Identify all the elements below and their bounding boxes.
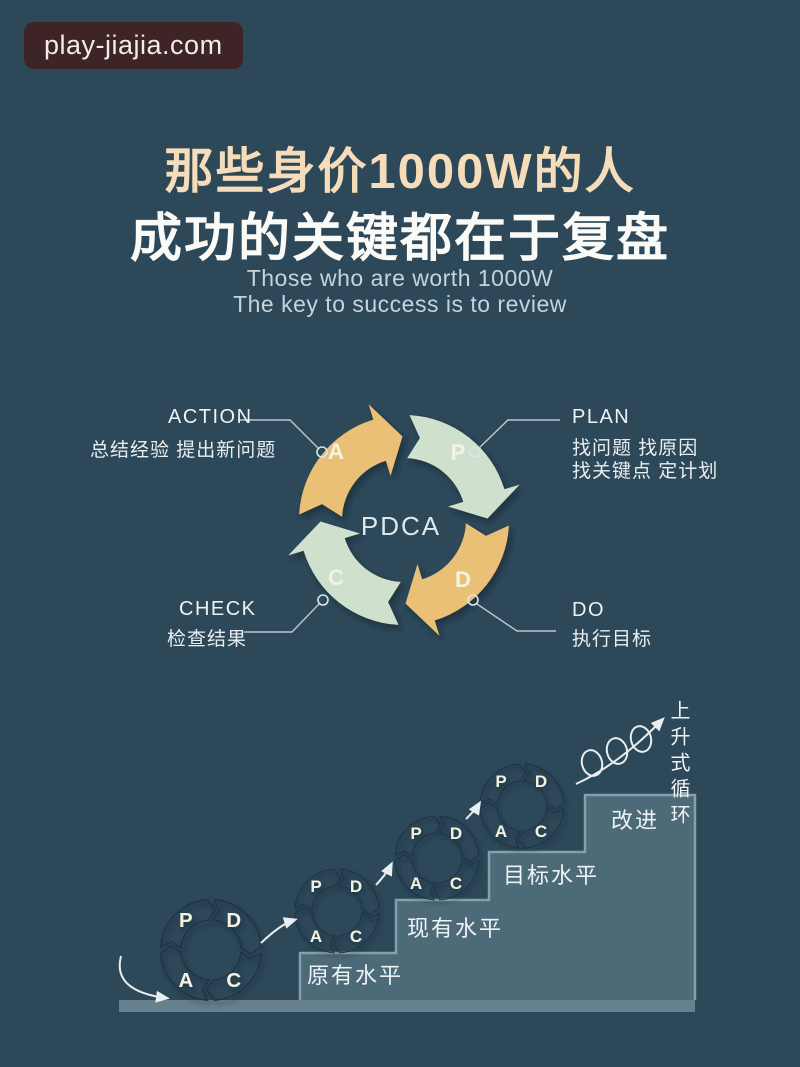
pdca-wheel-1: P D A C [160,899,262,1001]
wheel-letter-a: A [178,970,193,992]
floor-bar [119,1000,695,1012]
watermark-badge: play-jiajia.com [24,22,243,69]
wheel-letter-p: P [495,772,506,791]
title-line2: 成功的关键都在于复盘 [129,210,670,268]
pdca-wheel-3: P D A C [394,815,480,901]
wheel-letter-d: D [226,910,241,932]
pdca-wheel-2: P D A C [294,868,380,954]
step-label-target-level: 目标水平 [503,863,600,888]
subtitle-line1: Those who are worth 1000W [246,265,554,291]
label-action-zh: 总结经验 提出新问题 [90,440,277,461]
label-do-zh: 执行目标 [572,629,653,650]
staircase-block [300,795,695,1004]
staircase-edge-highlight [298,793,697,1002]
step-arrow-1 [260,917,298,944]
label-plan-en: PLAN [572,406,631,428]
spiral-label-rising-cycle: 上升式循环 [667,700,689,830]
label-action-en: ACTION [168,406,253,428]
callout-line-do [476,603,556,632]
ring-center-label: PDCA [361,511,441,541]
wheel-letter-a: A [495,822,507,841]
node-a [316,446,328,458]
wheel-letter-d: D [535,772,547,791]
staircase-diagram: P D A C P D A C P D A C [118,717,697,1012]
ring-letter-p: P [451,440,466,465]
ring-arrow-plan [407,415,520,519]
wheel-letter-d: D [350,877,362,896]
wheel-letter-a: A [410,874,422,893]
ring-letter-c: C [328,565,344,590]
pdca-wheel-4: P D A C [479,763,565,849]
wheel-letter-c: C [226,970,241,992]
step-label-original-level: 原有水平 [307,963,404,988]
wheel-letter-c: C [535,822,547,841]
node-p [469,446,481,458]
pdca-cycle-diagram: A P C D PDCA [238,404,560,636]
label-check-zh: 检查结果 [167,629,248,650]
wheel-letter-c: C [450,874,462,893]
callout-line-plan [478,419,560,449]
callout-line-check [244,603,320,633]
label-plan-zh1: 找问题 找原因 [572,438,699,459]
rising-spiral-arrow [575,717,665,785]
callout-line-action [238,419,319,449]
label-plan-zh2: 找关键点 定计划 [572,461,719,482]
wheel-letter-p: P [179,910,193,932]
label-check-en: CHECK [179,598,257,620]
wheel-letter-p: P [310,877,321,896]
step-arrow-3 [465,800,482,820]
node-c [317,594,329,606]
wheel-letter-a: A [310,927,322,946]
ring-letter-d: D [455,567,471,592]
wheel-letter-d: D [450,824,462,843]
label-do-en: DO [572,599,605,621]
step-label-current-level: 现有水平 [407,916,504,941]
ring-letter-a: A [328,439,344,464]
ring-arrow-action [299,404,403,517]
subtitle-line2: The key to success is to review [233,291,567,317]
node-d [467,594,479,606]
wheel-letter-p: P [410,824,421,843]
wheel-letter-c: C [350,927,362,946]
step-label-improve: 改进 [611,808,660,833]
entry-arrow [118,955,170,1003]
title-line1: 那些身价1000W的人 [164,145,636,199]
step-arrow-2 [375,861,393,886]
